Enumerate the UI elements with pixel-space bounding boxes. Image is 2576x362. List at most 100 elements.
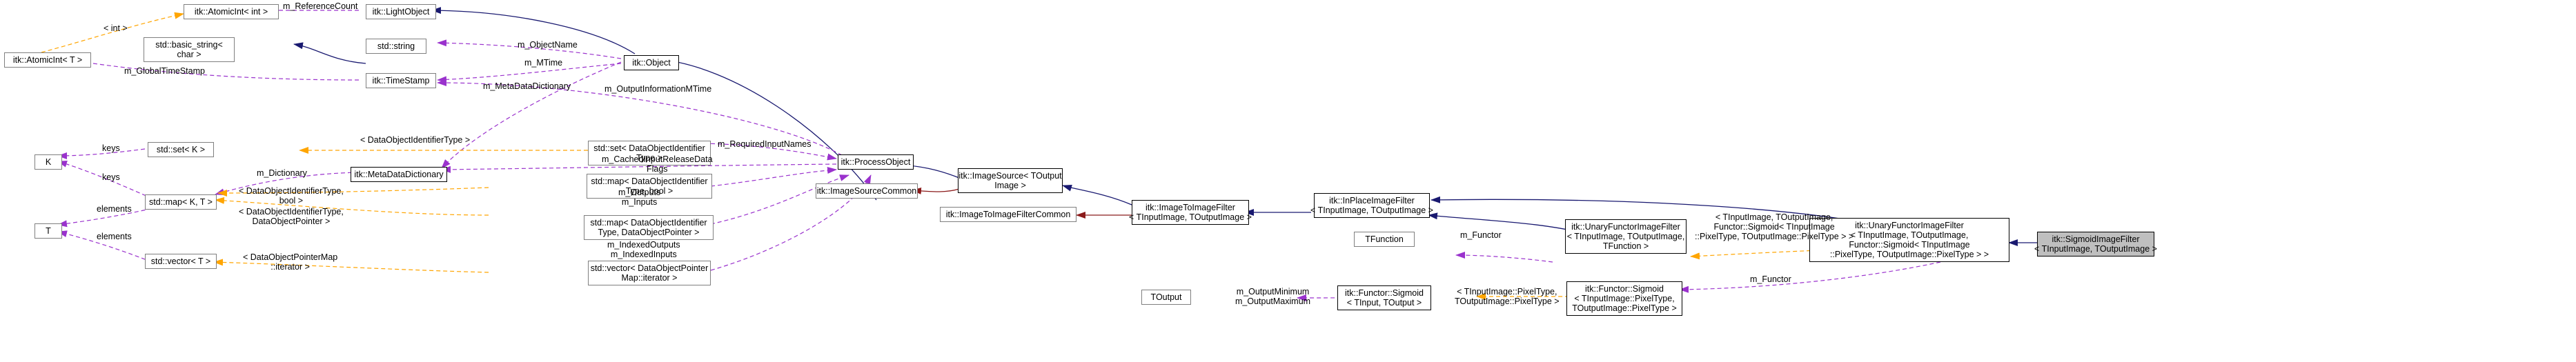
edge-label-line: < TInputImage, TOutputImage,: [1715, 212, 1833, 222]
edge-label-m-outputs-inputs: m_Outputs m_Inputs: [618, 188, 660, 207]
edge-label-line: m_RequiredInputNames: [718, 139, 812, 149]
node-basic-string[interactable]: std::basic_string< char >: [144, 37, 235, 62]
node-line: Type, bool >: [625, 186, 674, 196]
edge-timestamp-to-atomicint-t: [74, 59, 360, 81]
node-line: itk::Functor::Sigmoid: [1585, 284, 1664, 294]
edge-label-line: ::PixelType, TOutputImage::PixelType > >: [1695, 232, 1854, 241]
node-set-k[interactable]: std::set< K >: [148, 142, 214, 157]
node-timestamp[interactable]: itk::TimeStamp: [366, 73, 436, 88]
node-line: K: [45, 157, 52, 167]
node-imagesourcecommon[interactable]: itk::ImageSourceCommon: [816, 183, 918, 199]
node-sigmoid-generic[interactable]: itk::Functor::Sigmoid < TInput, TOutput …: [1337, 285, 1431, 310]
node-line: Image >: [994, 181, 1026, 190]
node-line: < TInputImage, TOutputImage >: [1310, 205, 1433, 215]
node-line: ::PixelType, TOutputImage::PixelType > >: [1829, 250, 1989, 259]
edge-imagesource-to-imagesourcecommon: [912, 187, 960, 194]
node-line: < TInputImage, TOutputImage >: [2034, 244, 2157, 254]
edge-label-m-functor-1: m_Functor: [1460, 230, 1502, 240]
node-t[interactable]: T: [35, 223, 62, 239]
edge-label-line: < TInputImage::PixelType,: [1457, 287, 1557, 296]
edge-label-line: m_OutputInformationMTime: [604, 84, 712, 94]
node-line: Type, DataObjectPointer >: [598, 228, 700, 237]
edge-label-line: elements: [97, 232, 132, 241]
node-line: TOutput: [1150, 292, 1182, 302]
edge-map-bool-to-processobject: [710, 167, 837, 187]
node-line: itk::UnaryFunctorImageFilter: [1571, 222, 1680, 232]
node-line: Map::iterator >: [621, 273, 678, 283]
edge-label-unary-template-args: < TInputImage, TOutputImage, Functor::Si…: [1695, 212, 1854, 241]
node-line: std::vector< DataObjectPointer: [590, 263, 709, 273]
node-tfunction[interactable]: TFunction: [1354, 232, 1415, 247]
node-map-kt[interactable]: std::map< K, T >: [145, 194, 217, 210]
node-line: < TInput, TOutput >: [1346, 298, 1422, 308]
edge-timestamp-to-object: [437, 63, 622, 83]
node-imagetoimagefilter[interactable]: itk::ImageToImageFilter < TInputImage, T…: [1129, 200, 1252, 225]
node-inplaceimagefilter[interactable]: itk::InPlaceImageFilter < TInputImage, T…: [1310, 193, 1433, 218]
node-imagetoimagefiltercommon[interactable]: itk::ImageToImageFilterCommon: [940, 207, 1076, 222]
node-line: Type >: [636, 153, 662, 163]
edge-label-m-cachedinputreleasedataflags: m_CachedInputReleaseData Flags: [602, 154, 713, 174]
node-line: itk::UnaryFunctorImageFilter: [1855, 221, 1964, 230]
edge-label-line: DataObjectPointer >: [252, 217, 331, 226]
node-unary-tfunction[interactable]: itk::UnaryFunctorImageFilter < TInputIma…: [1565, 219, 1687, 254]
edge-label-line: Flags: [646, 164, 668, 174]
edge-label-line: m_IndexedOutputs: [607, 240, 680, 250]
edge-label-line: m_ObjectName: [518, 40, 578, 50]
node-line: itk::LightObject: [372, 7, 430, 17]
edge-processobject-timestamp: [437, 79, 843, 156]
node-vector-iter[interactable]: std::vector< DataObjectPointer Map::iter…: [588, 261, 711, 285]
node-line: std::set< K >: [156, 145, 206, 154]
node-k[interactable]: K: [35, 154, 62, 170]
node-atomicint-int[interactable]: itk::AtomicInt< int >: [184, 4, 279, 19]
node-line: char >: [177, 50, 201, 59]
edge-processobject-metadatadictionary: [441, 163, 837, 173]
node-line: itk::ImageToImageFilterCommon: [945, 210, 1071, 219]
node-line: < TInputImage::PixelType,: [1574, 294, 1675, 303]
edge-label-m-mtime: m_MTime: [524, 58, 562, 68]
edge-label-dataobjid-bool: < DataObjectIdentifierType, bool >: [239, 186, 344, 205]
node-line: itk::Functor::Sigmoid: [1345, 288, 1424, 298]
node-map-dataobjptr[interactable]: std::map< DataObjectIdentifier Type, Dat…: [584, 215, 714, 240]
node-set-dataobjid[interactable]: std::set< DataObjectIdentifier Type >: [588, 141, 711, 165]
edge-basic-string-to-std-string: [293, 42, 366, 64]
edge-label-pixeltype-args: < TInputImage::PixelType, TOutputImage::…: [1455, 287, 1560, 306]
edge-label-line: m_Inputs: [621, 197, 658, 207]
node-unary-sigmoid[interactable]: itk::UnaryFunctorImageFilter < TInputIma…: [1809, 218, 2009, 262]
node-line: itk::ImageSourceCommon: [816, 186, 917, 196]
edge-label-line: m_ReferenceCount: [283, 1, 358, 11]
edge-label-keys-set: keys: [102, 143, 120, 153]
edge-label-line: elements: [97, 204, 132, 214]
node-lightobject[interactable]: itk::LightObject: [366, 4, 436, 19]
edge-label-line: m_IndexedInputs: [610, 250, 677, 259]
edge-label-line: bool >: [279, 196, 304, 205]
node-map-bool[interactable]: std::map< DataObjectIdentifier Type, boo…: [587, 174, 712, 199]
node-line: itk::Object: [632, 58, 671, 68]
edge-set-dataobjid-to-processobject: [703, 143, 837, 161]
node-toutput[interactable]: TOutput: [1141, 290, 1191, 305]
node-metadatadictionary[interactable]: itk::MetaDataDictionary: [351, 167, 447, 182]
node-vector-t[interactable]: std::vector< T >: [145, 254, 217, 269]
edge-label-line: m_Functor: [1750, 274, 1791, 284]
edge-label-m-metadatadictionary: m_MetaDataDictionary: [483, 81, 571, 91]
edge-label-elements-map: elements: [97, 204, 132, 214]
edge-label-line: < int >: [104, 23, 128, 33]
edge-atomicint-t-to-atomicint-int: [41, 12, 184, 53]
edge-label-line: m_MetaDataDictionary: [483, 81, 571, 91]
node-atomicint-t[interactable]: itk::AtomicInt< T >: [4, 52, 91, 68]
edge-label-int: < int >: [104, 23, 128, 33]
edge-sigmoid-pixel-to-unary-sigmoid: [1679, 261, 1941, 293]
edge-label-line: Functor::Sigmoid< TInputImage: [1713, 222, 1835, 232]
node-line: < TInputImage, TOutputImage,: [1566, 232, 1685, 241]
node-line: TOutputImage::PixelType >: [1572, 303, 1677, 313]
node-imagesource[interactable]: itk::ImageSource< TOutput Image >: [958, 168, 1063, 193]
node-line: itk::TimeStamp: [372, 76, 430, 86]
edge-metadatadictionary-to-map-kt: [215, 172, 360, 196]
node-line: itk::AtomicInt< T >: [12, 55, 83, 65]
node-processobject[interactable]: itk::ProcessObject: [838, 154, 914, 170]
edge-k-to-map-kt: [57, 161, 159, 202]
edge-label-line: m_Functor: [1460, 230, 1502, 240]
node-object[interactable]: itk::Object: [624, 55, 679, 70]
node-sigmoid-pixel[interactable]: itk::Functor::Sigmoid < TInputImage::Pix…: [1566, 281, 1682, 316]
edge-label-m-globaltimestamp: m_GlobalTimeStamp: [124, 66, 205, 76]
node-std-string[interactable]: std::string: [366, 39, 426, 54]
